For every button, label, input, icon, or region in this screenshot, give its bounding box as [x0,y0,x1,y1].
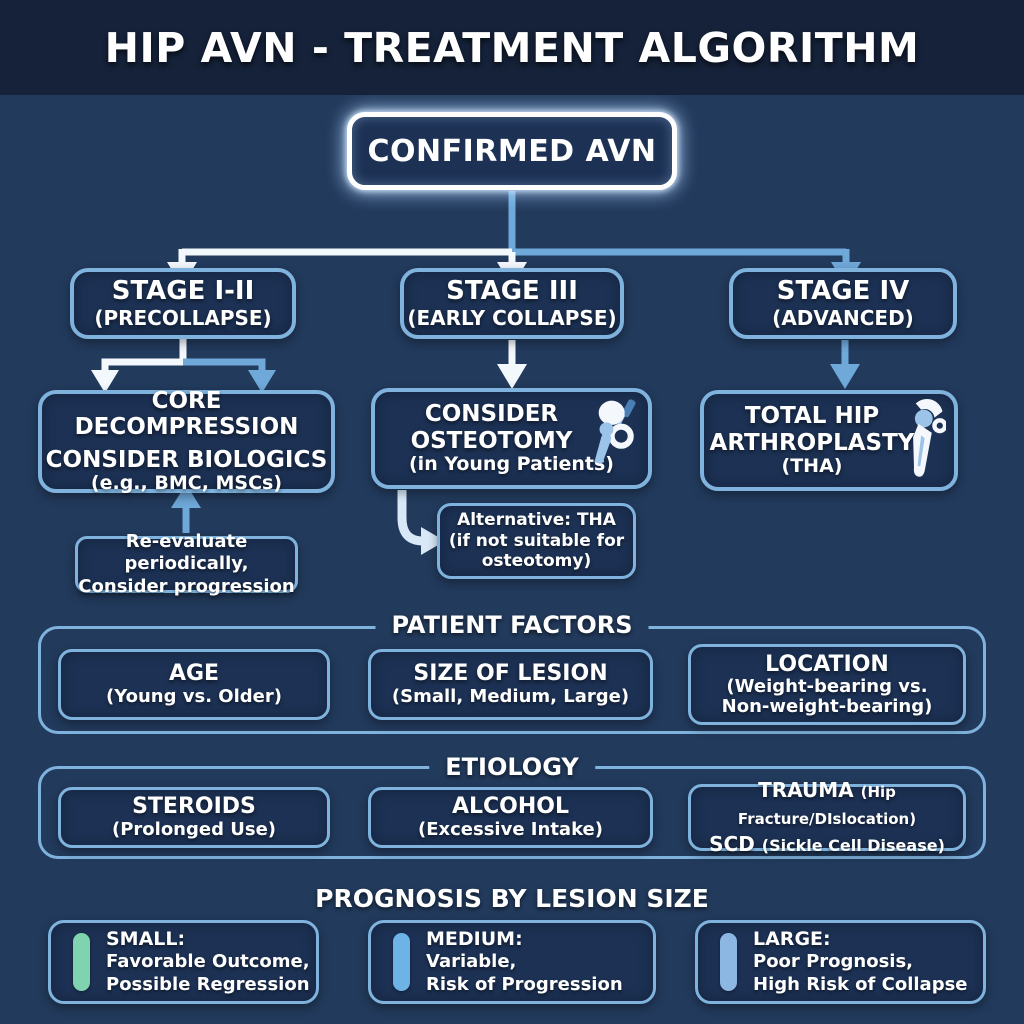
factor-title: AGE [168,660,220,686]
note-line: osteotomy) [481,551,592,572]
treatment-note: (e.g., BMC, MSCs) [90,472,283,495]
prognosis-title: PROGNOSIS BY LESION SIZE [315,884,709,913]
osteotomy-node: CONSIDER OSTEOTOMY (in Young Patients) [371,388,652,489]
factor-lesion-size: SIZE OF LESION (Small, Medium, Large) [368,649,653,720]
stage-4-node: STAGE IV (ADVANCED) [729,268,957,339]
core-decompression-node: CORE DECOMPRESSION CONSIDER BIOLOGICS (e… [38,387,335,495]
factor-subtitle: (Small, Medium, Large) [391,685,630,707]
treatment-line: CONSIDER [424,401,559,428]
stage-subtitle: (PRECOLLAPSE) [94,305,272,330]
prognosis-line: Favorable Outcome, [106,951,310,973]
etiology-item-note: (Hip Fracture/DIslocation) [737,783,917,828]
etiology-item-title: SCD [709,832,755,856]
prognosis-line: Risk of Progression [426,973,623,995]
treatment-note: (THA) [781,454,843,477]
lesion-size-indicator [393,933,410,991]
page-title: HIP AVN - TREATMENT ALGORITHM [104,23,920,72]
prognosis-line: Poor Prognosis, [753,951,914,973]
stage-title: STAGE IV [776,276,910,307]
treatment-note: (in Young Patients) [409,452,614,475]
hip-osteotomy-icon [590,398,642,468]
patient-factors-title: PATIENT FACTORS [375,611,649,639]
prognosis-label: SMALL: [106,927,186,950]
etiology-title: ETIOLOGY [429,753,595,781]
connector-stage12-split [91,338,276,393]
factor-title: LOCATION [765,651,889,677]
prognosis-medium: MEDIUM: Variable, Risk of Progression [368,920,656,1004]
etiology-item-title: STEROIDS [132,793,256,819]
connector-stage4-down [830,340,860,389]
stage-subtitle: (EARLY COLLAPSE) [407,305,617,330]
factor-age: AGE (Young vs. Older) [58,649,330,720]
factor-location: LOCATION (Weight-bearing vs. Non-weight-… [688,644,966,725]
prognosis-large: LARGE: Poor Prognosis, High Risk of Coll… [695,920,986,1004]
etiology-steroids: STEROIDS (Prolonged Use) [58,787,330,848]
etiology-alcohol: ALCOHOL (Excessive Intake) [368,787,653,848]
factor-subtitle: (Weight-bearing vs. [726,675,928,697]
factor-subtitle: (Young vs. Older) [106,685,282,707]
factor-subtitle: Non-weight-bearing) [721,696,933,718]
stage-3-node: STAGE III (EARLY COLLAPSE) [400,268,624,339]
treatment-line: CORE DECOMPRESSION [74,387,299,440]
etiology-item-note: (Sickle Cell Disease) [761,836,945,855]
confirmed-avn-label: CONFIRMED AVN [367,133,657,169]
treatment-line: CONSIDER BIOLOGICS [45,447,328,474]
etiology-item-title: ALCOHOL [451,793,570,819]
etiology-item-line: TRAUMA (Hip Fracture/DIslocation) [691,777,963,831]
prognosis-line: Variable, [426,951,517,973]
treatment-line: ARTHROPLASTY [709,429,915,456]
prognosis-line: Possible Regression [106,973,310,995]
prognosis-label: LARGE: [753,927,831,950]
etiology-item-line: SCD (Sickle Cell Disease) [709,831,945,858]
etiology-item-title: TRAUMA [758,778,854,802]
stage-1-2-node: STAGE I-II (PRECOLLAPSE) [70,268,296,339]
treatment-line: OSTEOTOMY [410,427,573,454]
note-line: Re-evaluate periodically, [124,530,249,575]
hip-implant-icon [898,398,948,484]
note-line: Alternative: THA [457,509,616,530]
note-line: (if not suitable for [448,530,625,551]
etiology-trauma-scd: TRAUMA (Hip Fracture/DIslocation) SCD (S… [688,778,966,856]
factor-title: SIZE OF LESION [413,660,608,686]
etiology-item-subtitle: (Prolonged Use) [111,818,277,840]
connector-stage3-down [497,340,527,389]
stage-title: STAGE I-II [111,276,255,307]
alternative-tha-node: Alternative: THA (if not suitable for os… [437,503,636,579]
etiology-item-subtitle: (Excessive Intake) [417,818,603,840]
confirmed-avn-node: CONFIRMED AVN [347,112,677,190]
prognosis-label: MEDIUM: [426,927,523,950]
reevaluate-note: Re-evaluate periodically, Consider progr… [75,531,298,597]
stage-title: STAGE III [446,276,578,307]
header-band: HIP AVN - TREATMENT ALGORITHM [0,0,1024,95]
lesion-size-indicator [73,933,90,991]
prognosis-line: High Risk of Collapse [753,973,968,995]
note-line: Consider progression [78,575,295,597]
treatment-line: TOTAL HIP [744,403,880,430]
lesion-size-indicator [720,933,737,991]
prognosis-small: SMALL: Favorable Outcome, Possible Regre… [48,920,319,1004]
tha-node: TOTAL HIP ARTHROPLASTY (THA) [700,390,958,491]
stage-subtitle: (ADVANCED) [772,305,914,330]
